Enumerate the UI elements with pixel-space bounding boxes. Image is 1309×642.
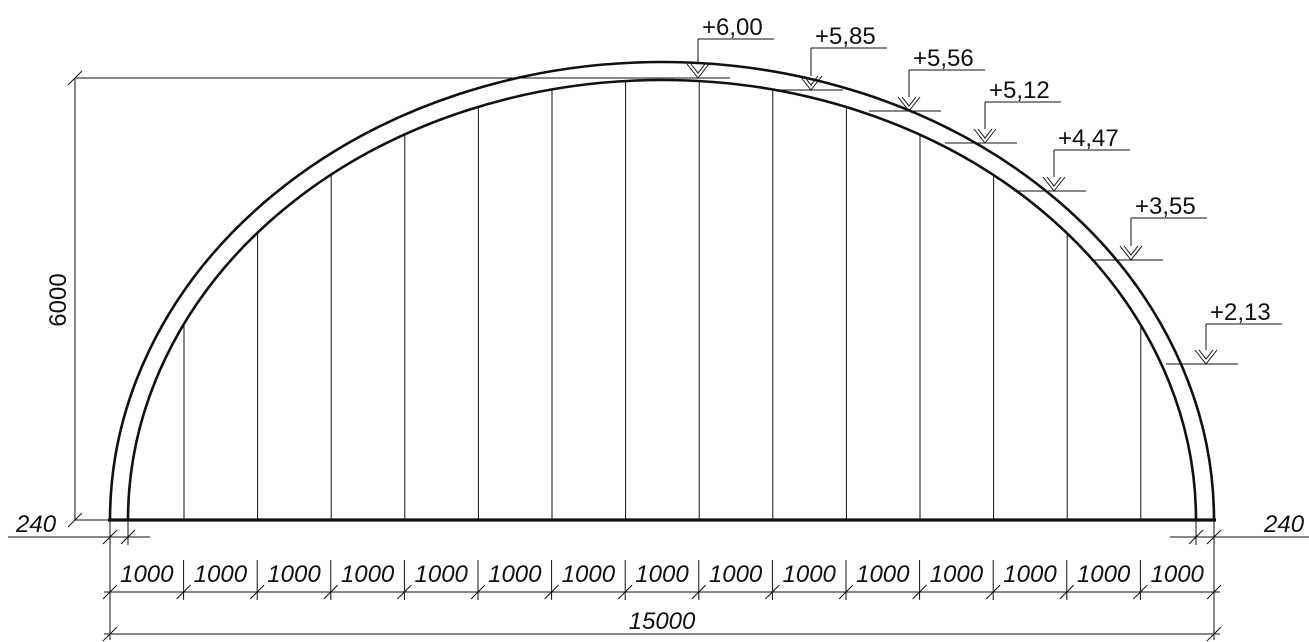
elevation-mark: +4,47 — [1014, 125, 1130, 192]
elevation-label: +2,13 — [1210, 299, 1271, 326]
elevation-label: +5,85 — [815, 23, 876, 50]
elevation-arrow-icon — [1119, 245, 1143, 261]
height-dimension: 6000 — [45, 70, 662, 528]
elevation-arrow-icon — [1042, 176, 1066, 192]
elevation-arrow-icon — [897, 96, 921, 112]
total-span-label: 15000 — [629, 608, 696, 635]
elevation-marks: +6,00 +5,85 +5,56 +5,12 +4,47 +3,55 +2,13 — [662, 14, 1282, 365]
arch-outer-curve — [108, 60, 1216, 521]
total-span-dimension: 15000 — [102, 520, 1222, 642]
height-label: 6000 — [45, 273, 72, 326]
segment-label: 1000 — [194, 561, 248, 588]
segment-label: 1000 — [562, 561, 616, 588]
segment-tick — [1133, 584, 1148, 600]
segment-label: 1000 — [783, 561, 837, 588]
elevation-arrow-icon — [1194, 349, 1218, 365]
elevation-mark: +6,00 — [662, 14, 774, 79]
segment-tick — [1059, 584, 1075, 600]
segment-label: 1000 — [267, 561, 321, 588]
vertical-struts — [183, 81, 1142, 520]
elevation-mark: +5,85 — [771, 23, 887, 91]
elevation-arrow-icon — [973, 128, 997, 144]
segment-tick — [691, 584, 707, 600]
elevation-label: +5,56 — [913, 45, 974, 72]
segment-tick — [176, 584, 191, 600]
segment-label: 1000 — [1151, 561, 1205, 588]
segment-label: 1000 — [856, 561, 910, 588]
segment-label: 1000 — [120, 561, 174, 588]
segment-label: 1000 — [1003, 561, 1057, 588]
segment-label: 1000 — [488, 561, 542, 588]
segment-label: 1000 — [415, 561, 469, 588]
elevation-label: +6,00 — [702, 14, 763, 41]
elevation-arrow-icon — [686, 63, 710, 79]
left-wall-label: 240 — [15, 511, 57, 538]
segment-label: 1000 — [341, 561, 395, 588]
segment-dimension-chain: 1000 1000 1000 1000 1000 1000 1000 1000 1000 1000… — [102, 560, 1222, 600]
elevation-mark: +2,13 — [1166, 299, 1282, 365]
segment-tick — [912, 584, 927, 600]
segment-tick — [544, 584, 559, 600]
right-wall-dimension: 240 — [1170, 511, 1309, 545]
segment-label: 1000 — [709, 561, 763, 588]
elevation-label: +3,55 — [1135, 193, 1196, 220]
elevation-label: +4,47 — [1058, 125, 1119, 152]
arch-inner-curve — [126, 78, 1198, 521]
segment-tick — [397, 584, 412, 600]
segment-tick — [765, 584, 780, 600]
segment-tick — [470, 584, 486, 600]
right-wall-label: 240 — [1263, 511, 1305, 538]
segment-tick — [838, 584, 854, 600]
elevation-mark: +5,56 — [869, 45, 985, 112]
elevation-mark: +3,55 — [1091, 193, 1207, 261]
segment-tick — [985, 584, 1001, 600]
segment-label: 1000 — [1077, 561, 1131, 588]
segment-tick — [617, 584, 633, 600]
elevation-mark: +5,12 — [945, 77, 1061, 144]
segment-tick — [249, 584, 265, 600]
segment-tick — [323, 584, 339, 600]
elevation-label: +5,12 — [989, 77, 1050, 104]
segment-label: 1000 — [635, 561, 689, 588]
segment-label: 1000 — [930, 561, 984, 588]
